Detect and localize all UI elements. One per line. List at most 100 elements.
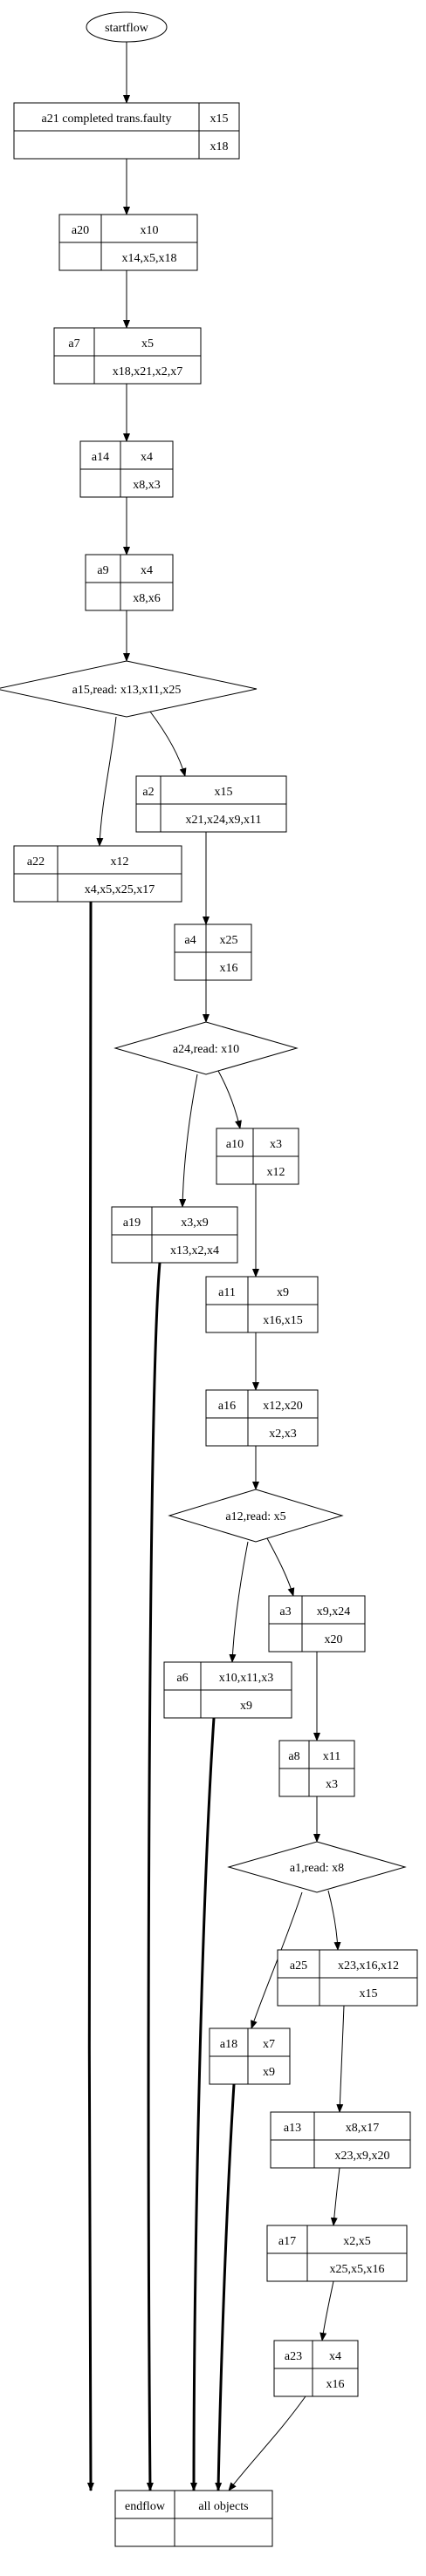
activity-write-vars: x10,x11,x3 [219, 1672, 273, 1685]
activity-write-vars: x4 [141, 451, 153, 464]
activity-write-vars: x4 [141, 564, 153, 577]
activity-label: a9 [97, 564, 108, 577]
activity-read-vars: x21,x24,x9,x11 [186, 814, 262, 827]
edge-a15-a2 [149, 711, 187, 777]
activity-read-vars: x9 [240, 1700, 252, 1713]
activity-read-vars: x18 [210, 140, 229, 153]
decision-label: a1,read: x8 [290, 1862, 344, 1875]
edge-a12-a3 [266, 1537, 295, 1597]
activity-a8: a8 x11 x3 [278, 1740, 355, 1797]
activity-read-vars: x2,x3 [269, 1428, 297, 1441]
activity-label: a25 [290, 1959, 307, 1973]
start-node: startflow [86, 11, 168, 43]
edge-a1-a25 [327, 1890, 341, 1951]
activity-read-vars: x14,x5,x18 [122, 252, 177, 265]
activity-write-vars: x12 [111, 855, 129, 869]
activity-read-vars: x15 [360, 1987, 378, 2000]
activity-write-vars: x7 [263, 2038, 275, 2051]
activity-write-vars: x9 [277, 1286, 289, 1299]
activity-read-vars: x12 [267, 1166, 285, 1179]
edge-a13-a17 [330, 2167, 340, 2226]
edges [86, 42, 345, 2491]
activity-write-vars: x15 [210, 112, 229, 126]
edge-a22-end [86, 901, 94, 2491]
activity-write-vars: x10 [141, 224, 159, 237]
activity-label: a21 completed trans.faulty [42, 112, 172, 126]
activity-a10: a10 x3 x12 [216, 1128, 299, 1185]
decision-a15: a15,read: x13,x11,x25 [0, 660, 258, 718]
activity-a4: a4 x25 x16 [174, 923, 252, 981]
decision-a24: a24,read: x10 [113, 1021, 299, 1075]
activity-label: a16 [218, 1400, 236, 1413]
edge-a1-a18 [251, 1891, 303, 2029]
activity-label: a6 [176, 1672, 188, 1685]
activity-label: a7 [68, 337, 79, 351]
edge-a15-a22 [96, 716, 117, 847]
activity-read-vars: x16 [220, 962, 238, 975]
start-label: startflow [105, 22, 149, 35]
edge-a24-a10 [217, 1070, 242, 1129]
activity-label: a10 [226, 1138, 244, 1151]
activity-read-vars: x13,x2,x4 [170, 1244, 219, 1257]
activity-a11: a11 x9 x16,x15 [205, 1276, 319, 1333]
activity-read-vars: x18,x21,x2,x7 [113, 365, 183, 378]
activity-write-vars: x4 [329, 2350, 341, 2363]
activity-label: a17 [278, 2235, 296, 2248]
activity-a25: a25 x23,x16,x12 x15 [277, 1949, 418, 2007]
edge-a18-end [215, 2083, 236, 2491]
activity-read-vars: x8,x6 [133, 592, 161, 605]
activity-write-vars: x12,x20 [263, 1400, 303, 1413]
decision-a12: a12,read: x5 [168, 1489, 344, 1543]
activity-write-vars: x2,x5 [343, 2235, 371, 2248]
activity-read-vars: x9 [263, 2066, 275, 2079]
activity-a2: a2 x15 x21,x24,x9,x11 [135, 775, 287, 833]
activity-a16: a16 x12,x20 x2,x3 [205, 1389, 319, 1447]
edge-a19-end [146, 1262, 161, 2491]
activity-write-vars: x15 [215, 786, 233, 799]
activity-label: a23 [285, 2350, 302, 2363]
edge-a6-end [190, 1717, 216, 2491]
edge-a25-a13 [336, 2005, 345, 2113]
activity-a19: a19 x3,x9 x13,x2,x4 [111, 1206, 238, 1264]
activity-read-vars: x25,x5,x16 [330, 2263, 385, 2276]
activity-write-vars: x25 [220, 934, 238, 947]
activity-label: a11 [218, 1286, 236, 1299]
activity-a14: a14 x4 x8,x3 [79, 440, 174, 498]
activity-label: a22 [27, 855, 45, 869]
activity-a21: a21 completed trans.faulty x15 x18 [13, 102, 240, 160]
end-node: endflow all objects [114, 2490, 273, 2547]
decision-label: a15,read: x13,x11,x25 [72, 684, 182, 697]
activity-read-vars: x3 [326, 1778, 338, 1791]
activity-write-vars: x3 [270, 1138, 282, 1151]
edge-a17-a23 [320, 2280, 334, 2341]
activity-write-vars: x9,x24 [317, 1605, 351, 1619]
activity-label: a19 [123, 1216, 141, 1230]
edge-a12-a6 [229, 1541, 249, 1663]
decision-label: a24,read: x10 [173, 1043, 239, 1056]
activity-a20: a20 x10 x14,x5,x18 [58, 214, 198, 271]
edge-a24-a19 [179, 1073, 198, 1208]
activity-label: a20 [72, 224, 89, 237]
end-label: endflow [125, 2500, 166, 2513]
activity-a3: a3 x9,x24 x20 [268, 1595, 366, 1653]
activity-write-vars: x3,x9 [181, 1216, 209, 1230]
activity-write-vars: x23,x16,x12 [338, 1959, 399, 1973]
activity-a13: a13 x8,x17 x23,x9,x20 [270, 2111, 411, 2169]
activity-a17: a17 x2,x5 x25,x5,x16 [266, 2225, 408, 2282]
edge-a23-end [228, 2395, 306, 2491]
activity-write-vars: x8,x17 [346, 2122, 380, 2135]
activity-label: a18 [220, 2038, 237, 2051]
decision-a1: a1,read: x8 [227, 1841, 407, 1893]
activity-a7: a7 x5 x18,x21,x2,x7 [53, 327, 202, 385]
activity-label: a3 [279, 1605, 291, 1619]
activity-write-vars: x11 [323, 1750, 340, 1763]
activity-a18: a18 x7 x9 [209, 2027, 291, 2085]
activity-read-vars: x16 [326, 2378, 345, 2391]
activity-a22: a22 x12 x4,x5,x25,x17 [13, 845, 182, 903]
activity-label: a14 [92, 451, 109, 464]
activity-a6: a6 x10,x11,x3 x9 [163, 1661, 292, 1719]
activity-label: a4 [184, 934, 196, 947]
activity-read-vars: x20 [325, 1633, 343, 1646]
activity-read-vars: x8,x3 [133, 479, 161, 492]
